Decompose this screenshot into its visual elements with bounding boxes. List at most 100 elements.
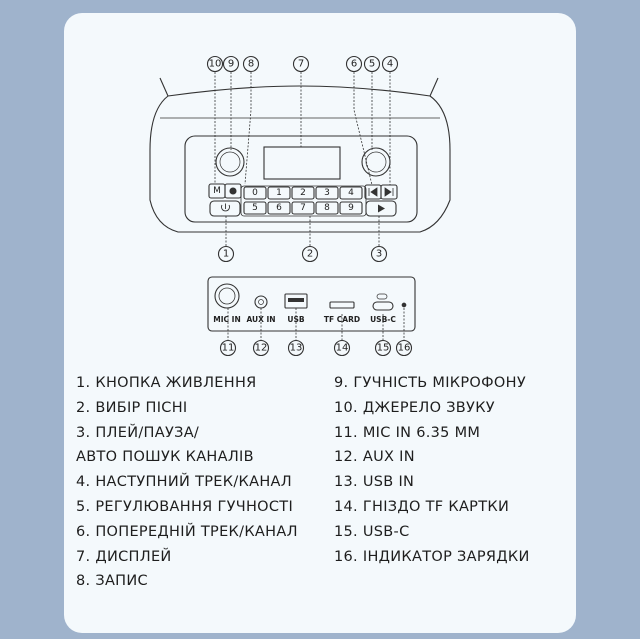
key-1-label: 1 bbox=[276, 188, 282, 198]
handle-left bbox=[159, 77, 169, 97]
mode-key-label: M bbox=[213, 186, 221, 196]
callout-11 bbox=[219, 339, 237, 357]
callout-16-text: 16 bbox=[398, 343, 411, 354]
callout-15-text: 15 bbox=[377, 343, 390, 354]
callout-12-text: 12 bbox=[255, 343, 268, 354]
key-0-label: 0 bbox=[252, 188, 258, 198]
callout-4 bbox=[381, 55, 399, 73]
volume-knob[interactable] bbox=[361, 147, 391, 177]
key-1[interactable] bbox=[267, 186, 291, 200]
speaker-body bbox=[149, 85, 451, 233]
port-panel bbox=[207, 276, 416, 332]
key-4[interactable] bbox=[339, 186, 363, 200]
charging-symbol-icon bbox=[376, 293, 388, 300]
callout-7-text: 7 bbox=[298, 59, 304, 70]
mic-volume-knob[interactable] bbox=[215, 147, 245, 177]
next-button[interactable] bbox=[380, 184, 398, 200]
legend-item: 1. КНОПКА ЖИВЛЕННЯ bbox=[76, 375, 257, 391]
key-4-label: 4 bbox=[348, 188, 354, 198]
callout-3-text: 3 bbox=[376, 249, 382, 260]
key-2-label: 2 bbox=[300, 188, 306, 198]
key-6[interactable] bbox=[267, 201, 291, 215]
key-6-label: 6 bbox=[276, 203, 282, 213]
legend-right: 9. ГУЧНІСТЬ МІКРОФОНУ 10. ДЖЕРЕЛО ЗВУКУ … bbox=[334, 371, 530, 569]
callout-13 bbox=[287, 339, 305, 357]
usb-port[interactable] bbox=[284, 293, 308, 309]
usb-label: USB bbox=[287, 315, 304, 324]
callout-9 bbox=[222, 55, 240, 73]
callout-6-text: 6 bbox=[351, 59, 357, 70]
charging-indicator-led bbox=[401, 302, 407, 308]
record-icon bbox=[229, 187, 237, 195]
legend-item: 16. ІНДИКАТОР ЗАРЯДКИ bbox=[334, 548, 530, 565]
legend-item: 12. AUX IN bbox=[334, 449, 415, 466]
callout-14-text: 14 bbox=[336, 343, 349, 354]
key-5-label: 5 bbox=[252, 203, 258, 213]
aux-in-jack[interactable] bbox=[254, 295, 268, 309]
legend-item: 4. НАСТУПНИЙ ТРЕК/КАНАЛ bbox=[76, 474, 292, 491]
play-button[interactable] bbox=[365, 200, 397, 217]
legend-item: 13. USB IN bbox=[334, 474, 415, 491]
legend-item: АВТО ПОШУК КАНАЛІВ bbox=[76, 449, 254, 466]
legend-item: 10. ДЖЕРЕЛО ЗВУКУ bbox=[334, 399, 495, 416]
next-icon bbox=[384, 187, 394, 197]
callout-3 bbox=[370, 245, 388, 263]
key-5[interactable] bbox=[243, 201, 267, 215]
legend-item: 15. USB-C bbox=[334, 523, 410, 540]
callout-12 bbox=[252, 339, 270, 357]
callout-6 bbox=[345, 55, 363, 73]
callout-1 bbox=[217, 245, 235, 263]
callout-10-text: 10 bbox=[209, 59, 222, 70]
callout-8 bbox=[242, 55, 260, 73]
key-8-label: 8 bbox=[324, 203, 330, 213]
instruction-card bbox=[64, 13, 576, 633]
key-9[interactable] bbox=[339, 201, 363, 215]
legend-left: 1. КНОПКА ЖИВЛЕННЯ 2. ВИБІР ПІСНІ 3. ПЛЕ… bbox=[76, 371, 298, 594]
callout-5-text: 5 bbox=[369, 59, 375, 70]
callout-11-text: 11 bbox=[222, 343, 235, 354]
legend-item: 2. ВИБІР ПІСНІ bbox=[76, 399, 188, 416]
callout-15 bbox=[374, 339, 392, 357]
callout-10 bbox=[206, 55, 224, 73]
tf-card-label: TF CARD bbox=[324, 315, 360, 324]
callout-2-text: 2 bbox=[307, 249, 313, 260]
key-7-label: 7 bbox=[300, 203, 306, 213]
callout-8-text: 8 bbox=[248, 59, 254, 70]
power-button[interactable] bbox=[209, 200, 241, 217]
play-icon bbox=[378, 204, 385, 213]
key-3-label: 3 bbox=[324, 188, 330, 198]
key-0[interactable] bbox=[243, 186, 267, 200]
legend-item: 3. ПЛЕЙ/ПАУЗА/ bbox=[76, 424, 200, 441]
power-icon bbox=[221, 203, 230, 212]
legend-item: 14. ГНІЗДО TF КАРТКИ bbox=[334, 498, 510, 515]
key-3[interactable] bbox=[315, 186, 339, 200]
usb-c-port[interactable] bbox=[372, 301, 394, 311]
key-8[interactable] bbox=[315, 201, 339, 215]
key-2[interactable] bbox=[291, 186, 315, 200]
mic-in-jack[interactable] bbox=[214, 283, 240, 309]
key-7[interactable] bbox=[291, 201, 315, 215]
legend-item: 8. ЗАПИС bbox=[76, 573, 148, 590]
keypad bbox=[240, 185, 367, 217]
usb-c-label: USB-C bbox=[370, 315, 396, 324]
callout-14 bbox=[333, 339, 351, 357]
aux-in-label: AUX IN bbox=[246, 315, 275, 324]
callout-1-text: 1 bbox=[223, 249, 229, 260]
display bbox=[263, 146, 341, 180]
tf-card-slot[interactable] bbox=[329, 301, 355, 309]
callout-4-text: 4 bbox=[387, 59, 393, 70]
callout-5 bbox=[363, 55, 381, 73]
mic-in-label: MIC IN bbox=[213, 315, 240, 324]
prev-icon bbox=[368, 187, 378, 197]
callout-7 bbox=[292, 55, 310, 73]
legend-item: 5. РЕГУЛЮВАННЯ ГУЧНОСТІ bbox=[76, 498, 294, 515]
callout-13-text: 13 bbox=[290, 343, 303, 354]
key-9-label: 9 bbox=[348, 203, 354, 213]
legend-item: 6. ПОПЕРЕДНІЙ ТРЕК/КАНАЛ bbox=[76, 523, 298, 540]
callout-9-text: 9 bbox=[228, 59, 234, 70]
legend-item: 7. ДИСПЛЕЙ bbox=[76, 548, 172, 565]
callout-2 bbox=[301, 245, 319, 263]
legend-item: 11. MIC IN 6.35 ММ bbox=[334, 424, 481, 441]
legend-item: 9. ГУЧНІСТЬ МІКРОФОНУ bbox=[334, 375, 526, 391]
